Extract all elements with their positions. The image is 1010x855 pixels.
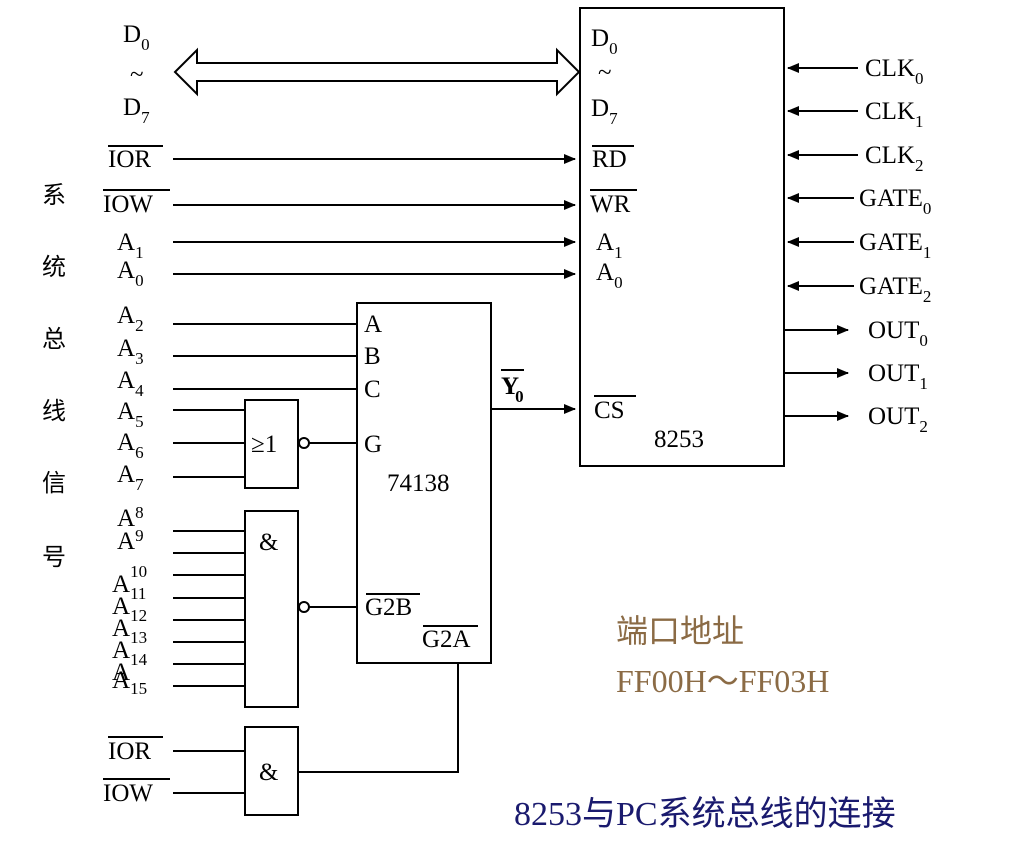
nand-gate-symbol: &: [259, 529, 278, 556]
bus-d0-label: D0: [123, 21, 150, 54]
bus-a13-label: A13: [112, 628, 147, 664]
chip-8253-body: [579, 7, 785, 467]
gate1-label: GATE1: [859, 229, 931, 262]
bus-a5-label: A5: [117, 398, 144, 431]
bus-a12-label: A12: [112, 606, 147, 642]
address-lines-a8-a15: A8 A9 A10 A11 A12 A13 A14 A15: [112, 503, 245, 698]
decoder-output-y0: Y0: [501, 373, 524, 406]
side-char: 总: [42, 325, 66, 353]
or-gate: ≥1: [244, 399, 357, 489]
out0-label: OUT0: [868, 317, 928, 350]
decoder-pin-b: B: [364, 343, 381, 370]
note-line2: FF00H～FF03H: [616, 663, 829, 699]
side-char: 统: [42, 253, 66, 281]
clk1-label: CLK1: [865, 98, 924, 131]
bus-a0-label: A0: [117, 257, 144, 290]
or-gate-inversion-bubble: [298, 437, 310, 449]
bottom-control-lines: IOR IOW: [103, 736, 245, 807]
chip-d0-pin: D0: [591, 25, 618, 58]
decoder-name: 74138: [387, 470, 450, 497]
bus-a8-label: A8: [117, 503, 144, 532]
bus-a3-label: A3: [117, 335, 144, 368]
data-bus: D0 ~ D7: [123, 21, 581, 127]
bus-a11-label: A11: [112, 584, 146, 620]
chip-tilde: ~: [598, 59, 612, 86]
chip-rd-pin: RD: [592, 146, 627, 173]
decoder-74138: A B C G 74138 G2B G2A Y0: [356, 302, 576, 664]
bus-iow-label: IOW: [103, 191, 153, 218]
decoder-pin-a: A: [364, 311, 382, 338]
bus-d7-label: D7: [123, 94, 150, 127]
figure-caption: 8253与PC系统总线的连接: [514, 795, 896, 833]
or-gate-symbol: ≥1: [251, 431, 277, 458]
decoder-pin-g: G: [364, 431, 382, 458]
address-lines-a2-a7: A2 A3 A4 A5 A6 A7: [117, 302, 357, 494]
decoder-body: [356, 302, 492, 664]
port-address-note: 端口地址 FF00H～FF03H: [616, 613, 829, 699]
and-to-g2a-wire: [298, 664, 459, 773]
chip-8253: D0 ~ D7 RD WR A1 A0 CS 8253: [579, 7, 785, 467]
bus-a15-label: A15: [112, 667, 147, 698]
decoder-pin-c: C: [364, 376, 381, 403]
or-gate-body: [244, 399, 299, 489]
chip-cs-pin: CS: [594, 397, 625, 424]
gate0-label: GATE0: [859, 185, 931, 218]
side-char: 信: [42, 469, 66, 497]
bus-a6-label: A6: [117, 429, 144, 462]
chip-a0-pin: A0: [596, 259, 623, 292]
system-bus-side-label: 系 统 总 线 信 号: [42, 181, 66, 571]
side-char: 线: [42, 397, 66, 425]
bus-iow2-label: IOW: [103, 780, 153, 807]
side-char: 号: [42, 543, 66, 571]
chip-right-signals: CLK0 CLK1 CLK2 GATE0 GATE1 GATE2 OUT0 OU…: [784, 55, 931, 436]
bus-a7-label: A7: [117, 461, 144, 494]
gate2-label: GATE2: [859, 273, 931, 306]
bus-ior-label: IOR: [108, 146, 151, 173]
chip-wr-pin: WR: [590, 191, 631, 218]
chip-a1-pin: A1: [596, 229, 623, 262]
nand-gate-inversion-bubble: [298, 601, 310, 613]
bus-tilde-label: ~: [130, 61, 144, 88]
decoder-pin-g2a: G2A: [422, 626, 471, 653]
bus-a9-label: A9: [117, 526, 144, 555]
bus-a10-label: A10: [112, 562, 147, 598]
and-gate-body: [244, 726, 299, 816]
control-lines: IOR IOW A1 A0: [103, 145, 576, 290]
and-gate-symbol: &: [259, 759, 278, 786]
chip-8253-name: 8253: [654, 426, 704, 453]
bus-a2-label: A2: [117, 302, 144, 335]
nand-gate-body: [244, 510, 299, 708]
bus-a4-label: A4: [117, 367, 144, 400]
decoder-pin-g2b: G2B: [365, 594, 412, 621]
chip-d7-pin: D7: [591, 95, 618, 128]
and-gate-io: &: [244, 664, 459, 816]
out2-label: OUT2: [868, 403, 928, 436]
bus-a1-label: A1: [117, 229, 144, 262]
note-line1: 端口地址: [616, 613, 744, 649]
side-char: 系: [42, 181, 66, 209]
out1-label: OUT1: [868, 360, 928, 393]
bus-a14-label: A14: [112, 650, 148, 686]
clk2-label: CLK2: [865, 142, 924, 175]
clk0-label: CLK0: [865, 55, 924, 88]
nand-gate-high-address: &: [244, 510, 357, 708]
data-bus-double-arrow: [173, 47, 581, 97]
bus-ior2-label: IOR: [108, 738, 151, 765]
